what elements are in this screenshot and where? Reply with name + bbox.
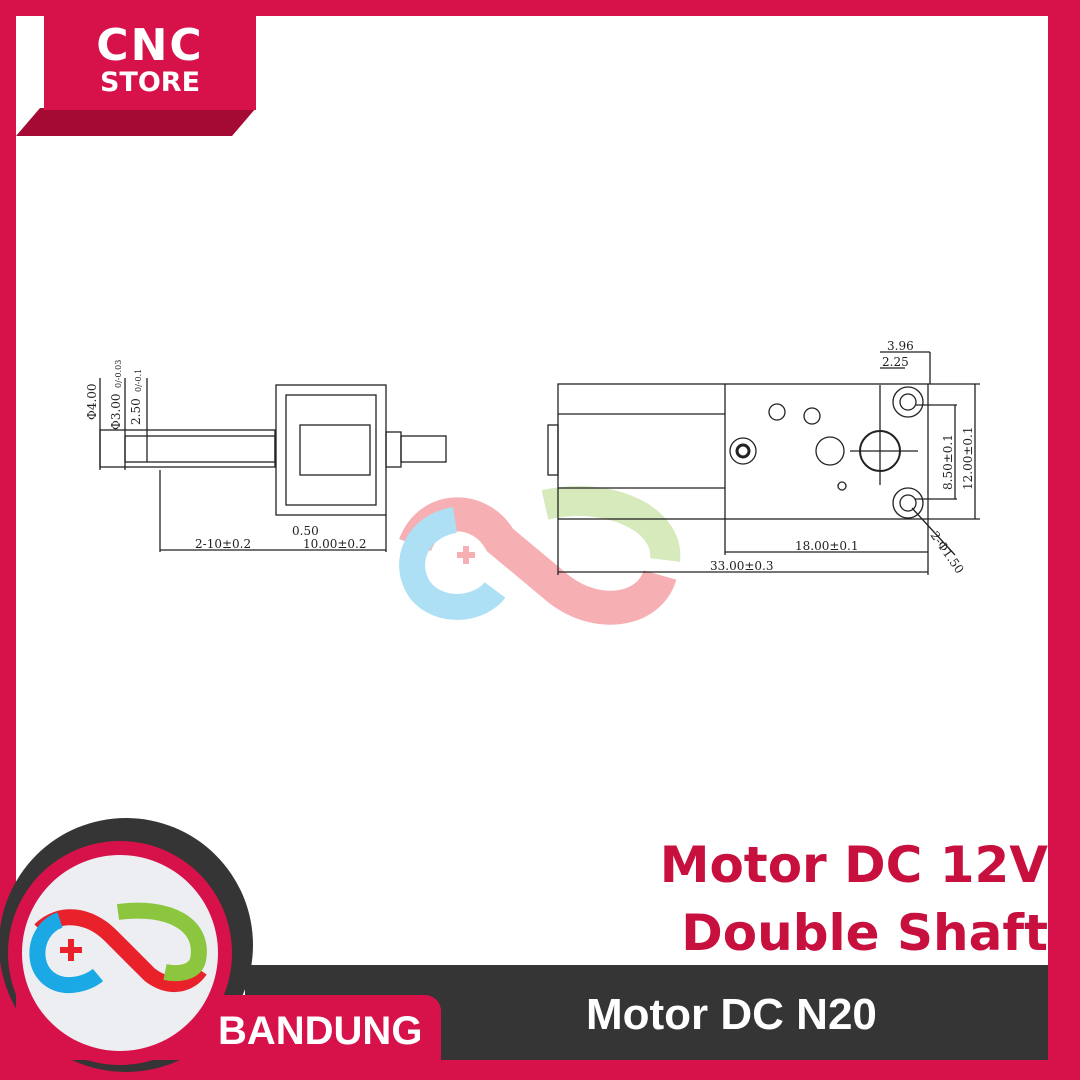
dim-total-len: 33.00±0.3 xyxy=(710,559,774,573)
dim-dia-shaft: Φ3.00 xyxy=(109,393,123,430)
watermark-logo xyxy=(399,486,681,625)
dim-flat-tolerance: 0/-0.1 xyxy=(134,369,143,392)
dim-gearbox-len-front: 18.00±0.1 xyxy=(795,539,859,553)
logo-line1: CNC xyxy=(96,20,204,71)
brand-infinity-icon xyxy=(29,902,207,994)
side-view xyxy=(99,378,447,552)
dim-holes: 2-Φ1.50 xyxy=(928,529,967,577)
dim-w1: 3.96 xyxy=(887,339,914,353)
frame-right xyxy=(1048,0,1080,1080)
dim-dia-shaft-tolerance: 0/-0.03 xyxy=(114,360,123,388)
dim-dia-outer: Φ4.00 xyxy=(85,383,99,420)
dim-flat: 2.50 xyxy=(129,398,143,425)
frame-left xyxy=(0,0,16,1080)
cnc-store-logo: CNC STORE xyxy=(44,16,256,110)
logo-line2: STORE xyxy=(99,67,201,98)
dim-hole-spacing: 8.50±0.1 xyxy=(941,434,955,490)
product-title-line2: Double Shaft xyxy=(681,904,1048,962)
dim-w2: 2.25 xyxy=(882,355,909,369)
frame-bottom xyxy=(0,1060,1080,1080)
dim-height: 12.00±0.1 xyxy=(961,427,975,491)
front-view xyxy=(547,351,980,575)
city-label: BANDUNG xyxy=(218,1009,423,1053)
logo-shadow xyxy=(16,108,256,136)
dim-gap: 0.50 xyxy=(292,524,319,538)
frame-top xyxy=(0,0,1080,16)
product-title-line1: Motor DC 12V xyxy=(659,836,1048,894)
dim-shaft-len: 2-10±0.2 xyxy=(195,537,251,551)
dim-gearbox-len: 10.00±0.2 xyxy=(303,537,367,551)
product-subtitle: Motor DC N20 xyxy=(586,990,877,1039)
